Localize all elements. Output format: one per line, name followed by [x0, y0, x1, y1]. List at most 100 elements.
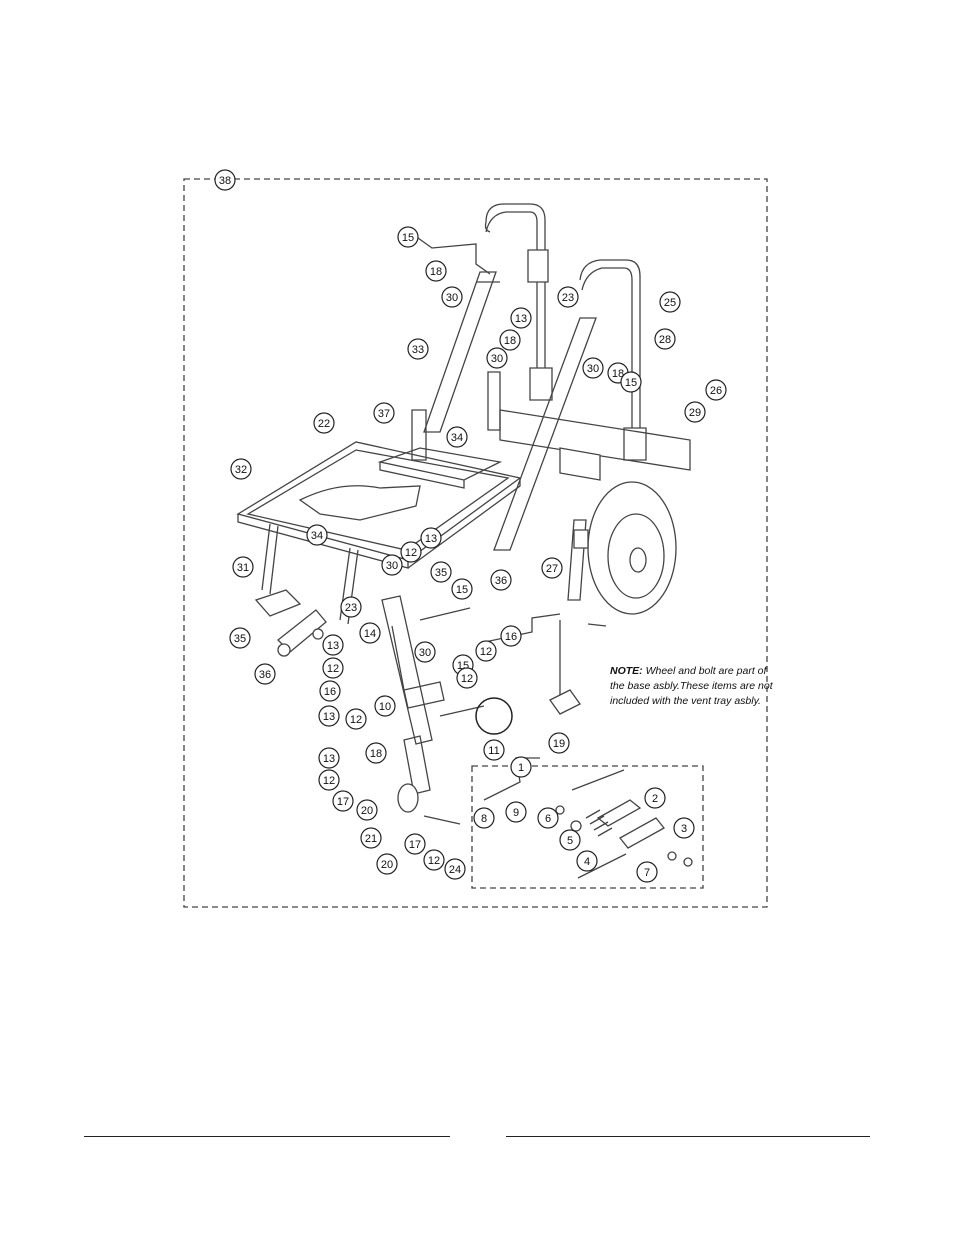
callout-label: 18 [612, 368, 624, 380]
footer-rule-left [84, 1136, 450, 1137]
footer-rule-right [506, 1136, 870, 1137]
callout-19: 19 [548, 732, 570, 754]
callout-label: 11 [488, 745, 499, 757]
callout-13: 13 [322, 634, 344, 656]
shock-subassembly-boundary [471, 765, 704, 889]
callout-circle [232, 556, 254, 578]
callout-circle [400, 541, 422, 563]
callout-27: 27 [541, 557, 563, 579]
callout-circle [420, 527, 442, 549]
callout-circle [254, 663, 276, 685]
callout-circle [705, 379, 727, 401]
callout-label: 17 [337, 796, 349, 808]
callout-label: 22 [318, 418, 330, 430]
callout-9: 9 [505, 801, 527, 823]
callout-circle [322, 657, 344, 679]
callout-label: 12 [350, 714, 362, 726]
callout-circle [576, 850, 598, 872]
callout-label: 18 [430, 266, 442, 278]
callout-circle [483, 739, 505, 761]
callout-circle [356, 799, 378, 821]
callout-circle [322, 634, 344, 656]
callout-circle [582, 357, 604, 379]
callout-12: 12 [456, 667, 478, 689]
callout-36: 36 [254, 663, 276, 685]
callout-circle [306, 524, 328, 546]
callout-label: 16 [505, 631, 517, 643]
callout-23: 23 [557, 286, 579, 308]
callout-circle [500, 625, 522, 647]
callout-label: 38 [219, 175, 231, 187]
callout-30: 30 [486, 347, 508, 369]
callout-23: 23 [340, 596, 362, 618]
callout-circle [537, 807, 559, 829]
callout-label: 15 [456, 584, 468, 596]
callout-6: 6 [537, 807, 559, 829]
callout-circle [359, 622, 381, 644]
callout-21: 21 [360, 827, 382, 849]
callout-32: 32 [230, 458, 252, 480]
callout-29: 29 [684, 401, 706, 423]
callout-label: 27 [546, 563, 558, 575]
callout-8: 8 [473, 807, 495, 829]
callout-label: 12 [405, 547, 417, 559]
callout-17: 17 [404, 833, 426, 855]
callout-circle [313, 412, 335, 434]
callout-15: 15 [451, 578, 473, 600]
callout-circle [499, 329, 521, 351]
callout-circle [214, 169, 236, 191]
callout-label: 36 [495, 575, 507, 587]
callout-circle [345, 708, 367, 730]
callout-label: 26 [710, 385, 722, 397]
callout-label: 3 [681, 823, 687, 835]
callout-circle [620, 371, 642, 393]
callout-circle [229, 627, 251, 649]
callout-label: 32 [235, 464, 247, 476]
callout-circle [456, 667, 478, 689]
callout-circle [425, 260, 447, 282]
callout-35: 35 [229, 627, 251, 649]
callout-circle [332, 790, 354, 812]
callout-label: 34 [451, 432, 463, 444]
callout-12: 12 [400, 541, 422, 563]
callout-label: 30 [491, 353, 503, 365]
note-prefix: NOTE: [610, 665, 643, 677]
callout-circle [441, 286, 463, 308]
callout-label: 30 [386, 560, 398, 572]
callout-2: 2 [644, 787, 666, 809]
callout-label: 9 [513, 807, 519, 819]
callout-circle [365, 742, 387, 764]
callout-12: 12 [318, 769, 340, 791]
callout-circle [644, 787, 666, 809]
callout-13: 13 [318, 705, 340, 727]
callout-34: 34 [306, 524, 328, 546]
callout-label: 13 [323, 711, 335, 723]
callout-label: 33 [412, 344, 424, 356]
callout-24: 24 [444, 858, 466, 880]
callout-30: 30 [381, 554, 403, 576]
assembly-boundary [183, 178, 768, 908]
callout-label: 12 [461, 673, 473, 685]
callout-circle [381, 554, 403, 576]
callout-25: 25 [659, 291, 681, 313]
callout-circle [404, 833, 426, 855]
callout-30: 30 [414, 641, 436, 663]
callout-circle [548, 732, 570, 754]
callout-36: 36 [490, 569, 512, 591]
callout-circle [423, 849, 445, 871]
callout-12: 12 [475, 640, 497, 662]
callout-31: 31 [232, 556, 254, 578]
callout-circle [486, 347, 508, 369]
callout-label: 13 [323, 753, 335, 765]
frame-drawing [236, 203, 693, 879]
callout-label: 13 [425, 533, 437, 545]
callout-34: 34 [446, 426, 468, 448]
callout-15: 15 [397, 226, 419, 248]
callout-label: 34 [311, 530, 323, 542]
callout-label: 37 [378, 408, 390, 420]
callout-label: 12 [428, 855, 440, 867]
callout-33: 33 [407, 338, 429, 360]
callout-label: 35 [234, 633, 246, 645]
